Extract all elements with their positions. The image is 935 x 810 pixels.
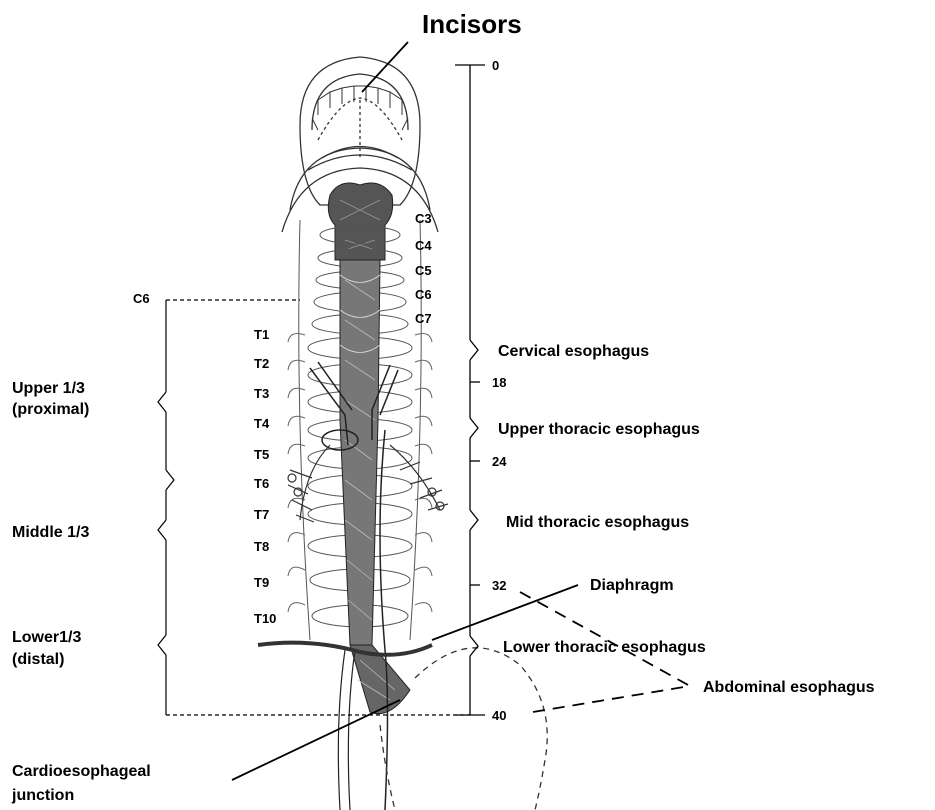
cardioesophageal-label: Cardioesophageal	[12, 763, 151, 780]
diaphragm-label: Diaphragm	[590, 577, 674, 594]
distance-scale	[455, 65, 485, 715]
scale-mark-40: 40	[492, 708, 506, 723]
scale-mark-18: 18	[492, 375, 506, 390]
incisors-label: Incisors	[422, 9, 522, 39]
vertebra-t3-label: T3	[254, 386, 269, 401]
thirds-bracket	[158, 300, 470, 715]
vertebra-c7-label: C7	[415, 311, 432, 326]
stomach-outline	[415, 648, 547, 810]
vertebra-t5-label: T5	[254, 447, 269, 462]
vertebra-t4-label: T4	[254, 416, 270, 431]
scale-mark-24: 24	[492, 454, 507, 469]
vertebra-t2-label: T2	[254, 356, 269, 371]
larynx-drawing	[328, 183, 392, 260]
vertebra-c6-label: C6	[415, 287, 432, 302]
middle-third-label: Middle 1/3	[12, 524, 89, 541]
vertebra-t10-label: T10	[254, 611, 276, 626]
c6-level-marker-label: C6	[133, 291, 150, 306]
cardioesophageal-sublabel: junction	[11, 787, 74, 804]
vertebra-t6-label: T6	[254, 476, 269, 491]
vertebra-t9-label: T9	[254, 575, 269, 590]
upper-third-sublabel: (proximal)	[12, 401, 89, 418]
vertebra-c5-label: C5	[415, 263, 432, 278]
mid-thoracic-esophagus-label: Mid thoracic esophagus	[506, 514, 689, 531]
abdominal-esophagus-label: Abdominal esophagus	[703, 679, 875, 696]
vertebra-t8-label: T8	[254, 539, 269, 554]
lower-thoracic-esophagus-label: Lower thoracic esophagus	[503, 639, 706, 656]
esophagus-drawing	[340, 260, 410, 714]
vertebra-c3-label: C3	[415, 211, 432, 226]
lower-third-label: Lower1/3	[12, 629, 81, 646]
lower-third-sublabel: (distal)	[12, 651, 64, 668]
vertebra-c4-label: C4	[415, 238, 432, 253]
nasogastric-tube-lines	[338, 650, 355, 810]
vertebra-t7-label: T7	[254, 507, 269, 522]
vertebra-t1-label: T1	[254, 327, 269, 342]
scale-mark-32: 32	[492, 578, 506, 593]
upper-third-label: Upper 1/3	[12, 380, 85, 397]
upper-thoracic-esophagus-label: Upper thoracic esophagus	[498, 421, 700, 438]
cervical-esophagus-label: Cervical esophagus	[498, 343, 649, 360]
scale-mark-0: 0	[492, 58, 499, 73]
